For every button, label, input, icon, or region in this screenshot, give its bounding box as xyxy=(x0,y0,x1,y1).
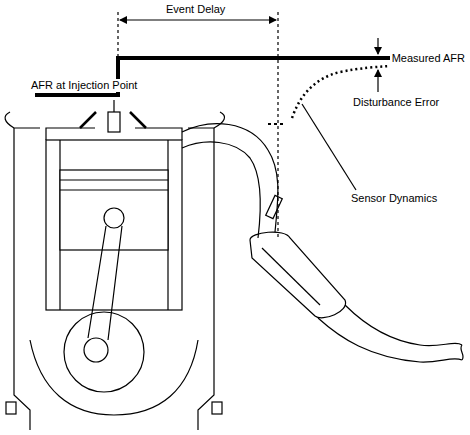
callout-label: Disturbance Error xyxy=(352,96,440,109)
callout-label: Sensor Dynamics xyxy=(350,192,438,205)
callout-label: Event Delay xyxy=(165,3,226,16)
callout-label: Measured AFR xyxy=(391,52,466,65)
callout-label: AFR at Injection Point xyxy=(30,79,138,92)
